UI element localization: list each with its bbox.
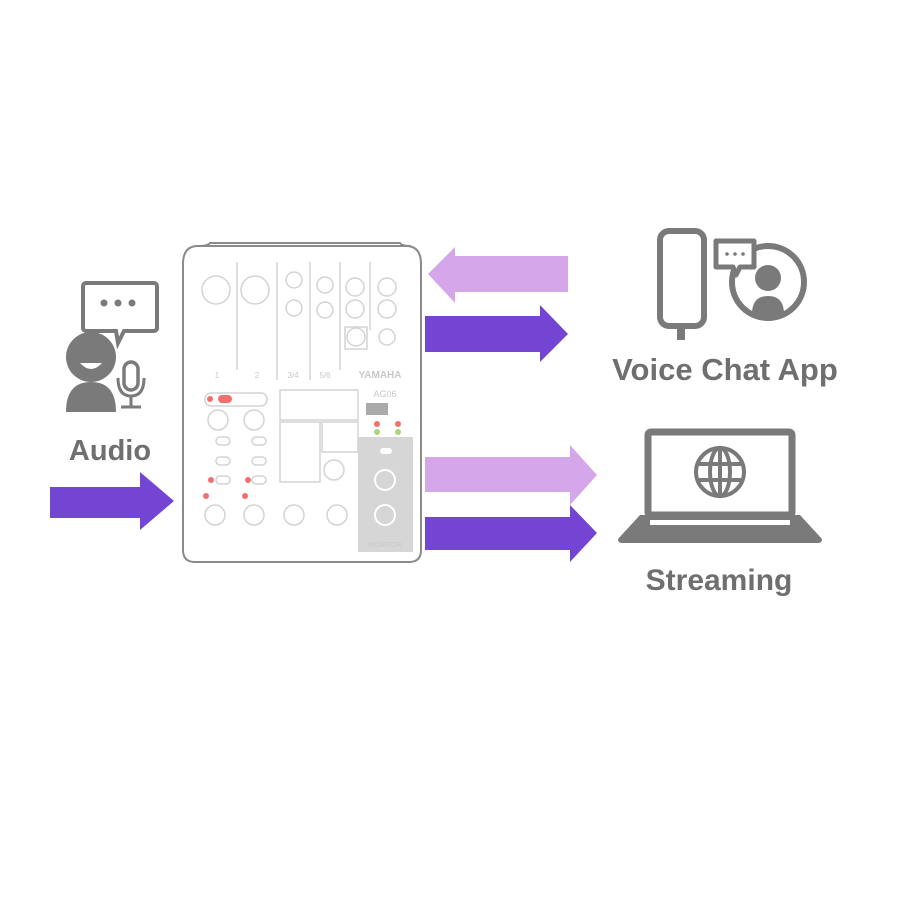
voice-chat-return-arrow (428, 247, 568, 303)
monitor-label: MONITOR (369, 542, 402, 549)
streaming-light-arrow (425, 445, 597, 505)
chat-user-icon (713, 238, 807, 321)
channel-3-4-label: 3/4 (287, 371, 299, 380)
voice-chat-label: Voice Chat App (612, 352, 838, 387)
streaming-dark-arrow (425, 505, 597, 562)
mixer-device: 1 2 3/4 5/6 YAMAHA AG06 MONITOR (182, 242, 422, 563)
smartphone-icon (657, 228, 707, 340)
laptop-globe-icon (618, 428, 822, 543)
voice-chat-send-arrow (425, 305, 568, 362)
speaking-person-icon (66, 281, 159, 412)
brand-label: YAMAHA (359, 370, 402, 381)
model-label: AG06 (373, 389, 396, 399)
audio-label: Audio (69, 435, 151, 467)
channel-1-label: 1 (215, 371, 220, 380)
audio-input-arrow (50, 472, 174, 530)
channel-2-label: 2 (255, 371, 260, 380)
streaming-label: Streaming (646, 564, 793, 597)
channel-5-6-label: 5/6 (319, 371, 331, 380)
